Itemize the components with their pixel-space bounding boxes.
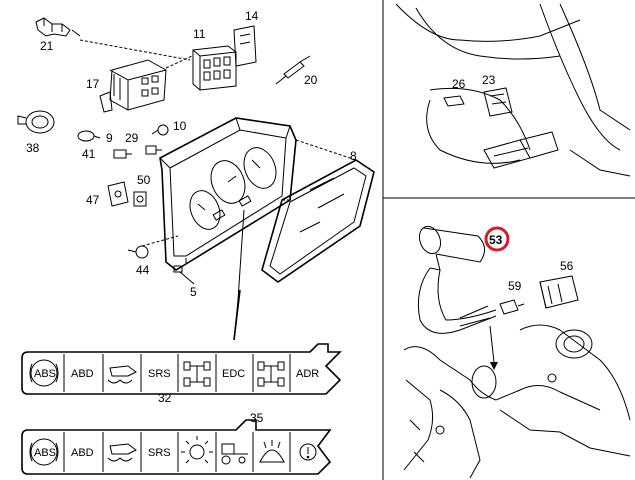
connection-lines-upper <box>79 39 193 69</box>
part-56-connector <box>539 275 579 309</box>
leader-to-strip-arrow <box>233 289 241 341</box>
label-29: 29 <box>125 131 139 145</box>
part-17-connector-housing <box>99 59 167 113</box>
part-44-screw <box>127 235 179 259</box>
label-8: 8 <box>350 149 357 163</box>
label-10: 10 <box>173 119 187 133</box>
part-11-connector-block <box>192 45 237 91</box>
label-20: 20 <box>304 73 318 87</box>
strip32-edc: EDC <box>222 368 245 380</box>
leader-to-strip <box>233 209 245 341</box>
label-59: 59 <box>508 279 522 293</box>
part-9-bulb <box>77 130 101 142</box>
label-17: 17 <box>86 77 100 91</box>
part-21-terminal <box>35 17 71 37</box>
symbol-strip-32: ABS ABD SRS EDC ADR <box>21 343 342 395</box>
highlight-circle-53 <box>484 226 510 252</box>
label-56: 56 <box>560 259 574 273</box>
symbol-strip-35: ABS ABD SRS <box>21 419 332 475</box>
label-50: 50 <box>137 173 151 187</box>
label-21: 21 <box>40 39 54 53</box>
label-38: 38 <box>26 141 40 155</box>
mount-arrow-head <box>490 362 498 370</box>
part-47-plate <box>107 181 129 207</box>
label-53: 53 <box>489 233 503 247</box>
part-41-bulb <box>113 149 132 159</box>
mounting-tabs <box>299 177 345 233</box>
diff-lock-icon <box>257 361 285 387</box>
axle-lock-icon <box>183 361 211 387</box>
part-10-bulb <box>151 124 169 136</box>
trailer-icon <box>221 443 248 465</box>
label-47: 47 <box>86 193 100 207</box>
alignment-dashes <box>282 139 357 201</box>
part-59-terminal <box>499 299 525 315</box>
strip35-abs: ABS <box>34 447 56 459</box>
part-14-plate <box>233 25 257 67</box>
strip32-adr: ADR <box>296 368 319 380</box>
label-26: 26 <box>452 77 466 91</box>
mount-arrow-line <box>489 325 495 363</box>
oil-level-icon-2 <box>107 443 137 462</box>
leader-5 <box>179 271 195 285</box>
strip35-abd: ABD <box>71 447 94 459</box>
part-20-bulb-socket <box>275 55 311 85</box>
label-14: 14 <box>245 9 259 23</box>
bulb-warning-icon <box>181 436 213 464</box>
engine-block-outline <box>403 324 631 479</box>
part-50-clip <box>133 191 147 207</box>
strip32-srs: SRS <box>148 368 171 380</box>
label-44: 44 <box>136 263 150 277</box>
part-29-bulb <box>145 145 162 155</box>
upper-right-detail <box>395 3 631 177</box>
label-32: 32 <box>158 391 172 405</box>
strip35-srs: SRS <box>148 447 171 459</box>
label-41: 41 <box>82 147 96 161</box>
label-35: 35 <box>250 411 264 425</box>
brake-warning-icon <box>299 443 317 461</box>
label-9: 9 <box>106 131 113 145</box>
part-38-socket <box>17 110 55 134</box>
label-11: 11 <box>193 27 206 41</box>
part-5-instrument-cluster <box>159 117 297 273</box>
strip32-abd: ABD <box>71 368 94 380</box>
part-8-cover-glass <box>261 159 375 283</box>
strip32-abs: ABS <box>34 368 56 380</box>
oil-level-icon <box>107 365 137 384</box>
leader-21 <box>71 29 81 37</box>
washer-fluid-icon <box>259 440 285 463</box>
label-5: 5 <box>190 285 197 299</box>
part-53-sensor <box>417 225 497 334</box>
label-23: 23 <box>482 73 496 87</box>
